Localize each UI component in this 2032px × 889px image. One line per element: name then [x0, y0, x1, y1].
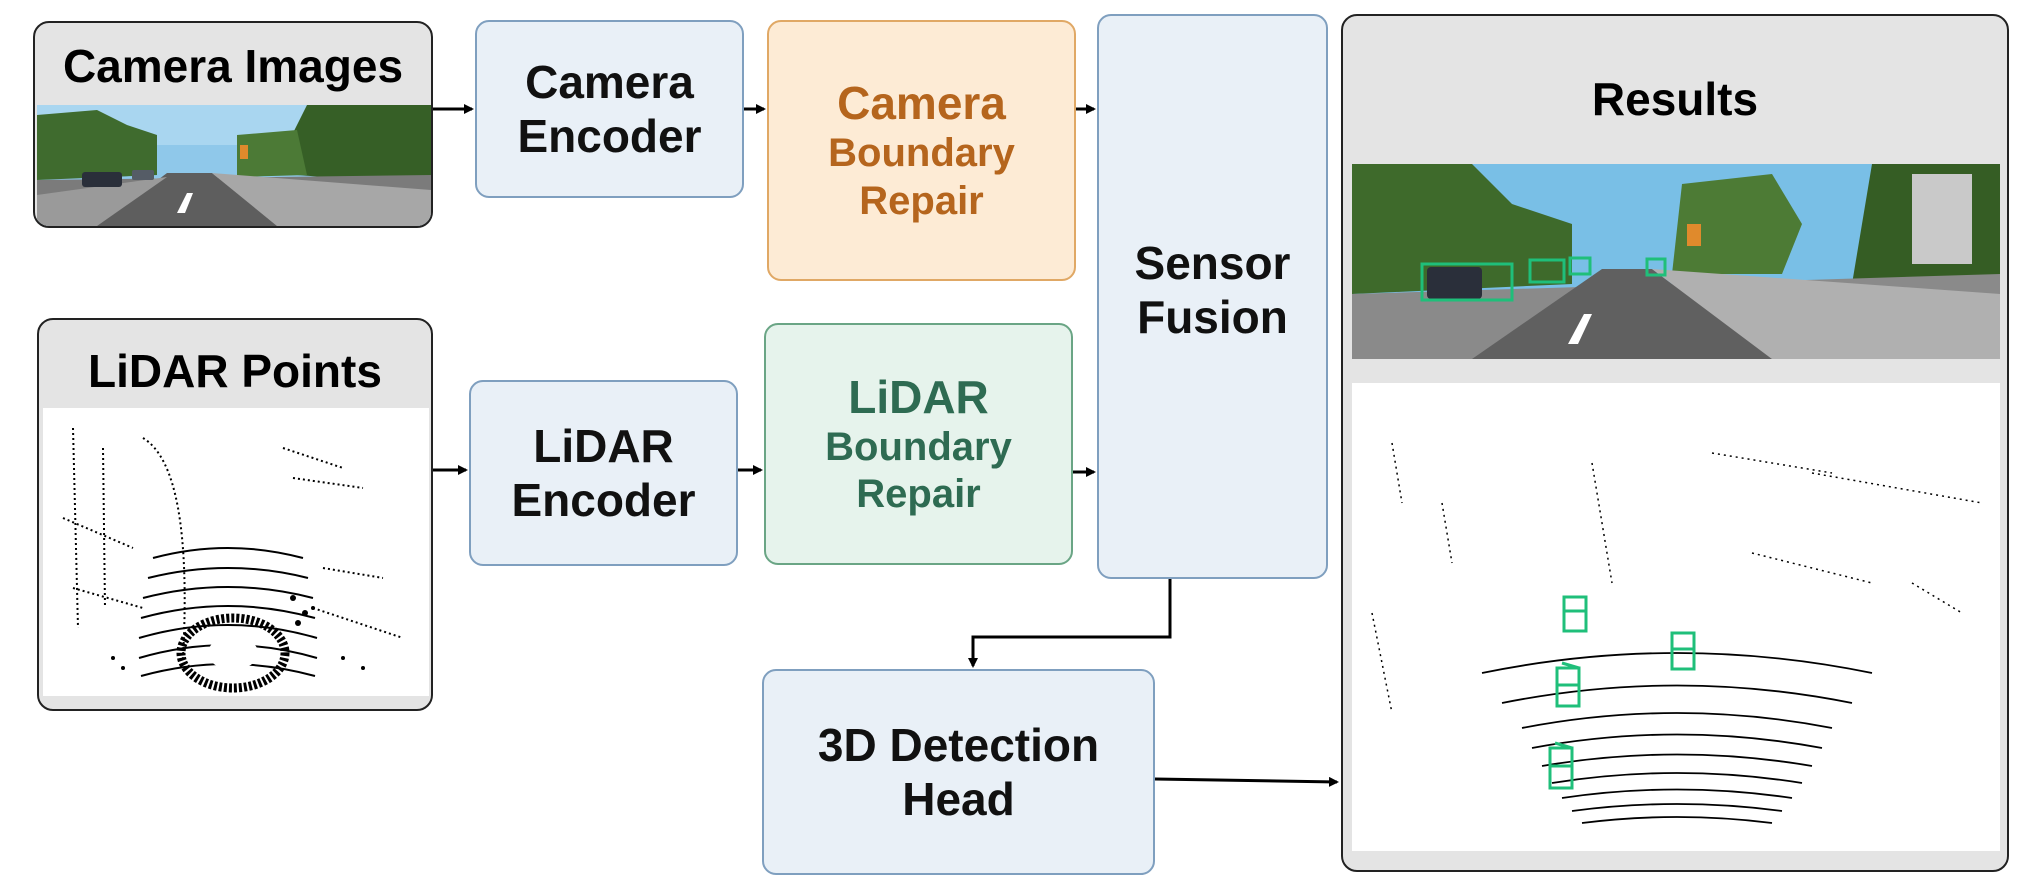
detection-head-line1: 3D Detection: [817, 718, 1100, 771]
lidar-points-title: LiDAR Points: [88, 345, 382, 397]
results-lidar-image: [1352, 383, 2000, 851]
detection-box-car-1: [1420, 262, 1514, 302]
camera-images-panel: Camera Images: [33, 21, 433, 228]
lidar-repair-line3: Repair: [856, 472, 981, 517]
detection-head-box: 3D Detection Head: [762, 669, 1155, 875]
sensor-fusion-line2: Fusion: [1137, 291, 1288, 344]
detection-cube-1: [1562, 595, 1588, 633]
camera-encoder-box: Camera Encoder: [475, 20, 744, 198]
results-camera-image: [1352, 164, 2000, 359]
camera-street-image: [37, 105, 431, 226]
lidar-repair-line1: LiDAR: [848, 370, 989, 423]
camera-images-title: Camera Images: [62, 40, 404, 92]
detection-box-car-3: [1568, 256, 1592, 276]
detection-cube-3: [1555, 661, 1581, 708]
lidar-points-panel: LiDAR Points: [37, 318, 433, 711]
camera-repair-line1: Camera: [837, 77, 1006, 130]
arrow-head-to-results: [1154, 776, 1339, 787]
camera-encoder-line2: Encoder: [517, 110, 702, 162]
results-panel: Results: [1341, 14, 2009, 872]
camera-repair-line3: Repair: [859, 178, 984, 223]
lidar-repair-line2: Boundary: [825, 424, 1012, 469]
detection-box-car-4: [1645, 257, 1667, 277]
sensor-fusion-line1: Sensor: [1134, 237, 1291, 289]
lidar-encoder-line2: Encoder: [511, 474, 696, 526]
sensor-fusion-box: Sensor Fusion: [1097, 14, 1328, 579]
results-title: Results: [1591, 73, 1759, 125]
detection-cube-2: [1670, 631, 1696, 671]
camera-repair-line2: Boundary: [828, 131, 1015, 176]
lidar-encoder-box: LiDAR Encoder: [469, 380, 738, 566]
lidar-boundary-repair-box: LiDAR Boundary Repair: [764, 323, 1073, 565]
camera-boundary-repair-box: Camera Boundary Repair: [767, 20, 1076, 281]
camera-encoder-line1: Camera: [525, 55, 694, 108]
detection-cube-4: [1548, 741, 1574, 790]
detection-head-line2: Head: [902, 773, 1015, 825]
lidar-pointcloud-image: [43, 408, 429, 696]
arrow-fusion-to-head: [968, 579, 1172, 668]
detection-box-car-2: [1528, 258, 1566, 284]
lidar-encoder-line1: LiDAR: [533, 419, 674, 472]
